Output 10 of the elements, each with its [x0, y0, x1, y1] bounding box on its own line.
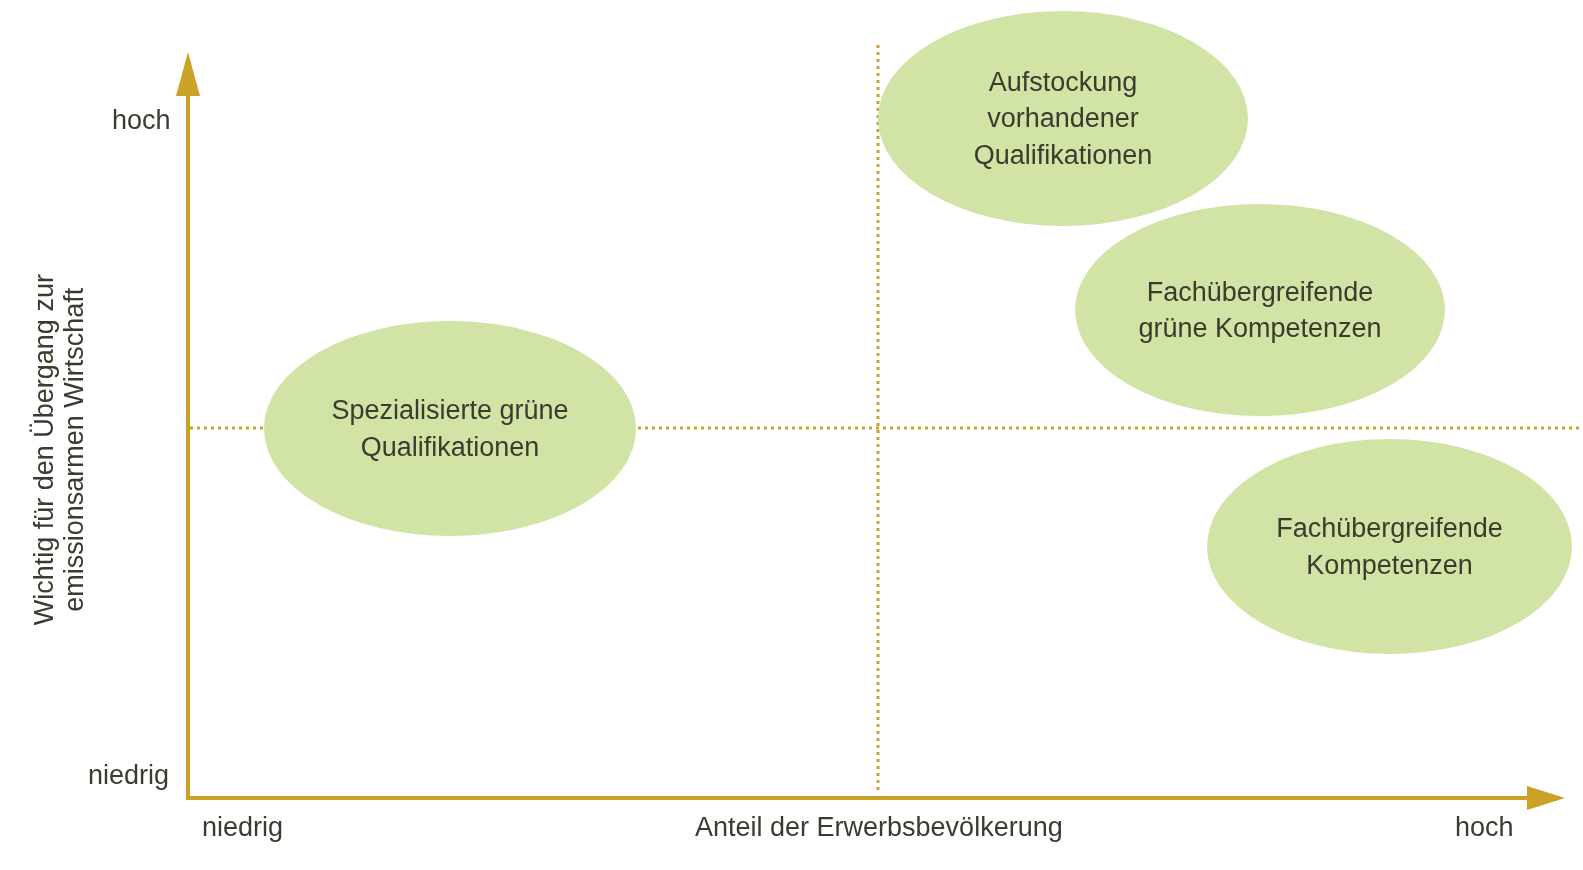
axis-title: Wichtig für den Übergang zur emissionsarmen Wirtschaft	[30, 273, 90, 628]
axis-tick-label: hoch	[112, 105, 171, 136]
axis-tick-label: niedrig	[88, 760, 170, 791]
axis-tick-label: niedrig	[202, 812, 284, 843]
node-label: Spezialisierte grüne Qualifikationen	[330, 394, 570, 464]
node-label: Fachübergreifende grüne Kompetenzen	[1137, 275, 1383, 345]
node-label: Aufstockung vorhandener Qualifikationen	[972, 65, 1154, 172]
axis-title: Anteil der Erwerbsbevölkerung	[695, 812, 1063, 843]
axis-tick-label: hoch	[1455, 812, 1514, 843]
node-label: Fachübergreifende Kompetenzen	[1275, 512, 1504, 582]
